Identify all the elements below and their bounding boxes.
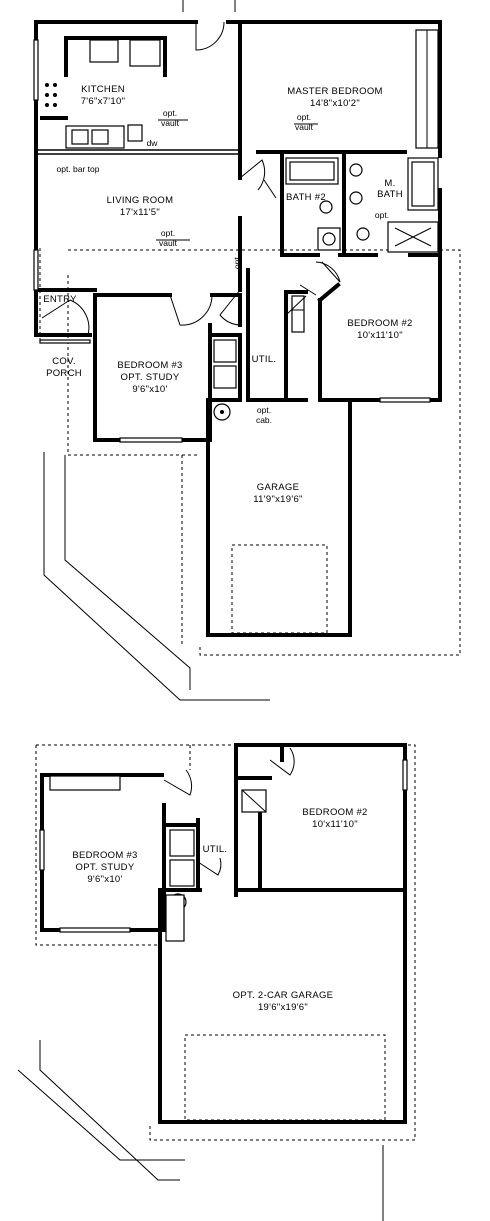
master-opt-label: opt. [297, 112, 311, 122]
util-fixtures-b [165, 789, 267, 942]
b-garage-dims: 19'6"x19'6" [258, 1002, 308, 1013]
kitchen-opt-label: opt. [163, 108, 177, 118]
kitchen-label: KITCHEN [81, 84, 125, 95]
bedroom3-sub: OPT. STUDY [121, 372, 180, 383]
dashed-outline-b [35, 744, 416, 1141]
b-util-label: UTIL. [203, 844, 228, 855]
bedroom3-dims: 9'6"x10' [132, 384, 167, 395]
master-vault-label: vault [295, 122, 314, 132]
door-swings-b [163, 747, 295, 876]
garage-dims: 11'9"x19'6" [253, 494, 302, 505]
kitchen-vault-label: vault [161, 118, 180, 128]
util-label: UTIL. [252, 354, 277, 365]
walls-b [40, 743, 407, 1124]
master-bedroom-dims: 14'8"x10'2" [310, 98, 360, 109]
plan-b: BEDROOM #2 10'x11'10" BEDROOM #3 OPT. ST… [17, 743, 416, 1221]
labels-plan-a: KITCHEN 7'6"x7'10" MASTER BEDROOM 14'8"x… [43, 84, 412, 505]
living-room-label: LIVING ROOM [107, 195, 174, 206]
opt-bar-top-label: opt. bar top [56, 164, 99, 174]
labels-plan-b: BEDROOM #2 10'x11'10" BEDROOM #3 OPT. ST… [72, 807, 367, 1013]
bath-opt-label: opt. [375, 210, 389, 220]
plan-a: KITCHEN 7'6"x7'10" MASTER BEDROOM 14'8"x… [33, 0, 461, 701]
opt-vault-vertical: opt. [232, 255, 242, 269]
walls [34, 20, 442, 637]
opt-cab-label-1: opt. [257, 405, 271, 415]
bedroom3-label: BEDROOM #3 [117, 360, 182, 371]
bedroom2-dims: 10'x11'10" [357, 330, 403, 341]
util-fixtures [213, 295, 307, 421]
b-bedroom3-label: BEDROOM #3 [72, 850, 137, 861]
living-room-dims: 17'x11'5" [120, 207, 160, 218]
site-lines-b [17, 1040, 384, 1221]
living-vault-label: vault [159, 238, 178, 248]
m-bath-label-2: BATH [377, 189, 403, 200]
cov-porch-label-1: COV. [52, 356, 76, 367]
kitchen-dims: 7'6"x7'10" [81, 96, 126, 107]
site-lines [43, 0, 270, 701]
kitchen-fixtures [45, 39, 161, 149]
windows-and-thin-lines [33, 29, 439, 443]
dw-label: dw [147, 138, 159, 148]
b-bedroom2-label: BEDROOM #2 [302, 807, 367, 818]
living-opt-label: opt. [161, 228, 175, 238]
opt-cab-label-2: cab. [256, 415, 272, 425]
b-garage-label: OPT. 2-CAR GARAGE [233, 990, 334, 1001]
b-bedroom3-sub: OPT. STUDY [76, 862, 135, 873]
bedroom2-label: BEDROOM #2 [347, 318, 412, 329]
entry-label: ENTRY [43, 294, 77, 305]
b-bedroom2-dims: 10'x11'10" [312, 819, 358, 830]
bath2-label: BATH #2 [286, 192, 326, 203]
bath-fixtures [285, 157, 439, 253]
master-bedroom-label: MASTER BEDROOM [287, 86, 383, 97]
m-bath-label-1: M. [384, 178, 395, 189]
garage-label: GARAGE [257, 482, 299, 493]
garage-door [231, 544, 328, 634]
door-swings [41, 21, 341, 336]
b-bedroom3-dims: 9'6"x10' [87, 874, 122, 885]
windows-b [39, 759, 408, 933]
garage-door-b [184, 1034, 386, 1121]
cov-porch-label-2: PORCH [46, 368, 82, 379]
